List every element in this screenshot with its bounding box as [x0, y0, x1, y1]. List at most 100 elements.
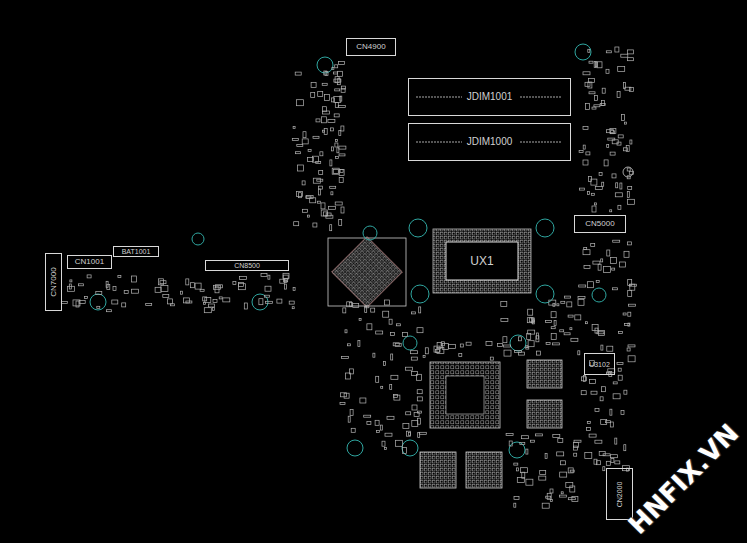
smd-part: [610, 455, 617, 458]
smd-part: [308, 150, 311, 152]
smd-part: [579, 285, 586, 287]
smd-part: [621, 54, 628, 57]
smd-part: [540, 471, 546, 475]
component-outline: BAT1001: [113, 246, 159, 257]
smd-part: [238, 283, 243, 287]
smd-part: [394, 395, 400, 400]
smd-part: [574, 446, 578, 450]
smd-part: [557, 452, 564, 456]
smd-part: [595, 203, 597, 205]
small-parts: [61, 47, 636, 508]
smd-part: [546, 496, 551, 498]
smd-part: [537, 333, 539, 339]
smd-part: [536, 434, 543, 436]
smd-part: [595, 408, 599, 411]
smd-part: [571, 338, 578, 341]
part-name: JDIM1001: [467, 92, 513, 102]
smd-part: [417, 390, 422, 394]
smd-part: [307, 215, 309, 217]
smd-part: [340, 403, 345, 405]
part-name: U3102: [589, 361, 610, 368]
smd-part: [610, 409, 612, 415]
smd-part: [554, 321, 556, 326]
smd-part: [233, 282, 236, 285]
smd-part: [570, 328, 572, 330]
smd-part: [313, 178, 320, 183]
smd-part: [200, 289, 204, 291]
smd-part: [603, 454, 610, 456]
smd-part: [298, 165, 304, 171]
smd-part: [610, 152, 615, 155]
smd-part: [547, 493, 551, 499]
smd-part: [215, 287, 219, 293]
smd-part: [578, 351, 580, 355]
part-name: UX1: [470, 255, 493, 267]
smd-part: [504, 345, 511, 347]
smd-part: [335, 102, 338, 107]
smd-part: [412, 371, 418, 375]
watermark: HNFIX.VN: [622, 418, 744, 540]
smd-part: [560, 495, 567, 497]
smd-part: [623, 313, 626, 315]
smd-part: [620, 262, 626, 267]
smd-part: [244, 303, 247, 309]
smd-part: [504, 350, 511, 356]
smd-part: [385, 300, 390, 305]
smd-part: [628, 242, 632, 245]
smd-part: [168, 299, 173, 304]
smd-part: [395, 343, 401, 346]
smd-part: [627, 192, 629, 198]
smd-part: [628, 323, 630, 326]
smd-part: [613, 382, 617, 384]
smd-part: [311, 82, 316, 87]
smd-part: [364, 415, 371, 417]
smd-part: [337, 71, 342, 76]
smd-part: [360, 398, 366, 403]
smd-part: [570, 470, 574, 472]
smd-part: [412, 421, 418, 427]
smd-part: [520, 443, 525, 445]
smd-part: [618, 135, 623, 138]
smd-part: [321, 203, 325, 209]
smd-part: [611, 459, 614, 463]
smd-part: [602, 100, 605, 105]
smd-part: [285, 284, 287, 289]
smd-part: [340, 96, 342, 101]
smd-part: [607, 250, 610, 256]
smd-part: [611, 131, 615, 134]
smd-part: [624, 445, 626, 451]
smd-part: [406, 367, 413, 370]
smd-part: [522, 472, 525, 478]
smd-part: [419, 307, 421, 313]
smd-part: [318, 189, 320, 195]
smd-part: [417, 328, 423, 333]
part-name: CN8500: [234, 262, 260, 269]
smd-part: [558, 439, 563, 443]
smd-part: [587, 422, 590, 424]
smd-part: [343, 308, 346, 313]
smd-part: [606, 421, 611, 423]
smd-part: [588, 49, 590, 52]
smd-part: [612, 174, 616, 178]
smd-part: [618, 368, 621, 371]
smd-part: [506, 433, 513, 435]
smd-part: [335, 143, 338, 147]
smd-part: [616, 183, 618, 188]
smd-part: [627, 168, 630, 171]
smd-part: [498, 344, 503, 347]
smd-part: [113, 286, 116, 290]
smd-part: [338, 106, 345, 108]
smd-part: [584, 376, 586, 382]
smd-part: [610, 210, 612, 212]
smd-part: [437, 343, 441, 349]
smd-part: [339, 131, 341, 136]
smd-part: [385, 433, 392, 436]
smd-part: [163, 295, 169, 298]
smd-part: [552, 343, 559, 345]
smd-part: [417, 397, 422, 401]
smd-part: [583, 127, 588, 130]
smd-part: [568, 468, 573, 473]
smd-part: [331, 192, 333, 195]
smd-part: [328, 120, 335, 123]
smd-part: [213, 285, 220, 289]
